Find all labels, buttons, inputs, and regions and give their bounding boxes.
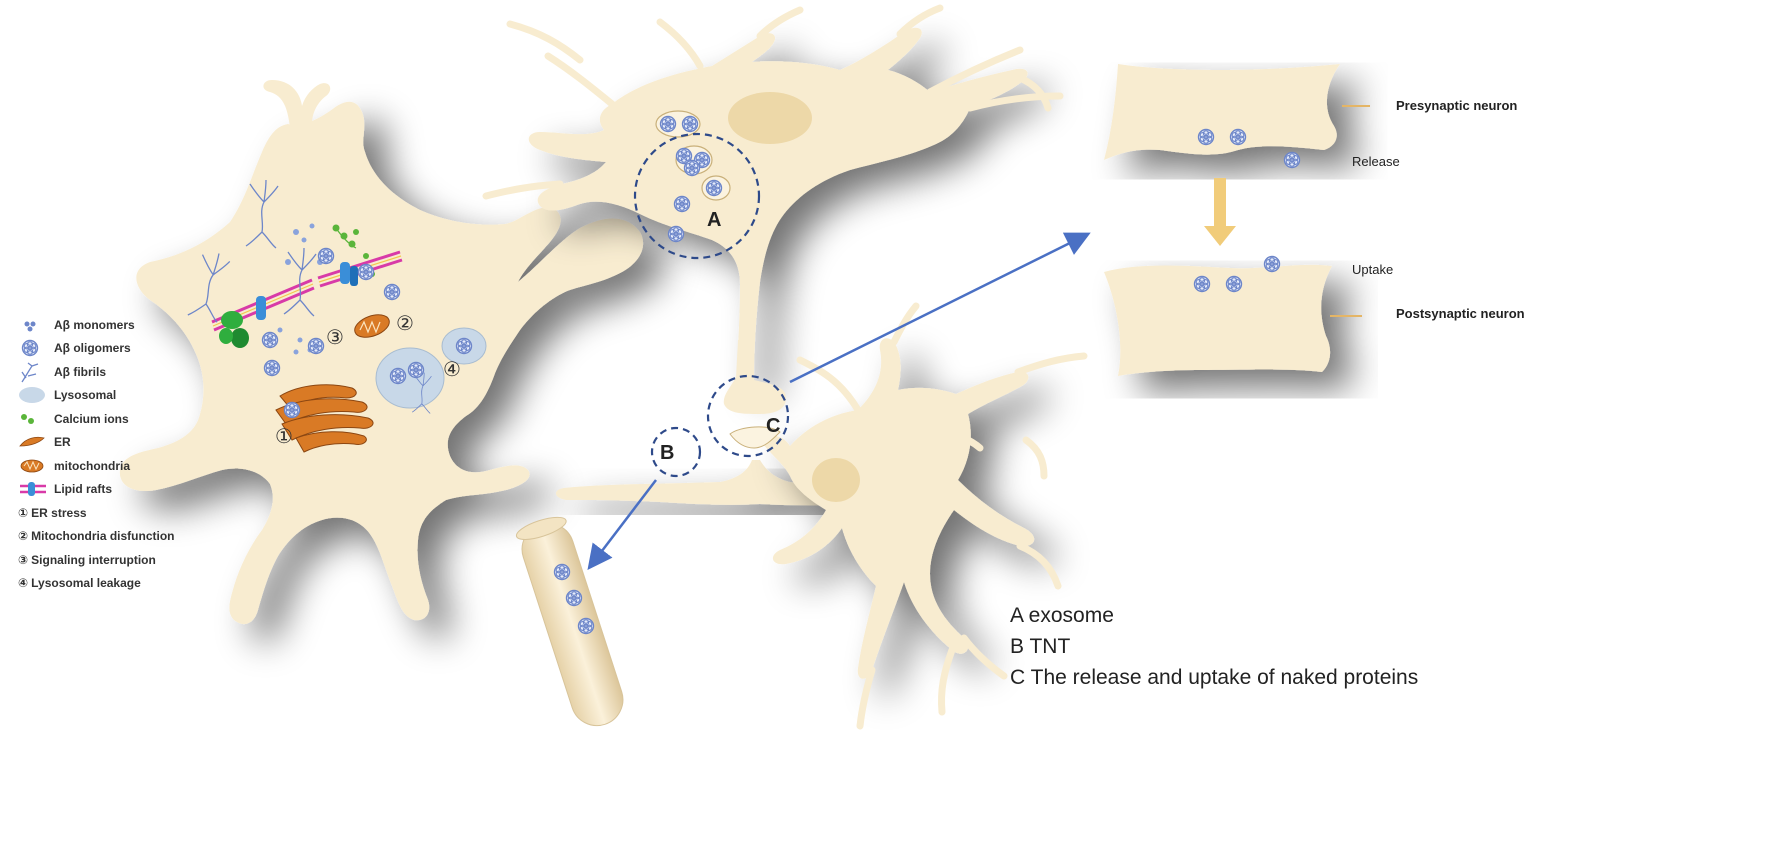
legend-item-lipid-rafts: Lipid rafts (18, 478, 248, 502)
legend-label: Aβ fibrils (54, 364, 106, 379)
legend-label: Signaling interruption (31, 552, 156, 567)
tnt-tube (515, 516, 624, 727)
presynaptic-neuron-shape (1104, 64, 1340, 160)
synapse-c-cleft (729, 426, 781, 449)
key-b-tnt: B TNT (1010, 635, 1071, 658)
legend-label: Calcium ions (54, 411, 129, 426)
lysosome-icon (375, 327, 487, 414)
lower-neuron-dendrites (796, 302, 1088, 730)
calcium-ion-icon (332, 224, 375, 277)
legend-label: Aβ monomers (54, 317, 135, 332)
legend-label: Lysosomal (54, 388, 117, 403)
legend-item-oligomers: Aβ oligomers (18, 337, 248, 361)
abeta-oligomer-legend-icon (18, 338, 54, 358)
abeta-fibril-legend-icon (18, 362, 54, 383)
circle-b-tnt (650, 426, 702, 478)
er-icon (275, 384, 374, 453)
axon-terminal (723, 376, 786, 414)
legend-item-mitochondria: mitochondria (18, 454, 248, 478)
legend-number: ① (18, 505, 29, 520)
lysosome-legend-icon (18, 385, 54, 405)
key-c-naked-proteins: C The release and uptake of naked protei… (1010, 666, 1419, 689)
lower-neuron-cell (760, 338, 1035, 679)
legend-item-mito-disfunction: ② Mitochondria disfunction (18, 525, 248, 549)
circle-a-exosome (633, 132, 761, 260)
lipid-raft-legend-icon (18, 479, 54, 499)
legend-number: ③ (18, 552, 29, 567)
legend-label: mitochondria (54, 458, 131, 473)
release-label: Release (1352, 154, 1400, 169)
green-receptor-icon (219, 311, 249, 348)
legend-item-lysosomal-leakage: ④ Lysosomal leakage (18, 572, 248, 596)
lower-neuron-nucleus (812, 458, 860, 502)
legend-label: Lysosomal leakage (31, 576, 141, 591)
legend-label: Lipid rafts (54, 482, 113, 497)
legend-label: ER stress (31, 505, 87, 520)
er-oligomer (283, 401, 301, 419)
arrow-c-to-synapse (789, 232, 1091, 384)
uptake-label: Uptake (1352, 262, 1394, 277)
blue-channel-icon (256, 262, 358, 320)
legend-item-monomers: Aβ monomers (18, 313, 248, 337)
axon (736, 340, 754, 378)
legend-number: ② (18, 529, 29, 544)
abeta-monomer-legend-icon (18, 315, 54, 335)
calcium-stream (335, 227, 357, 249)
er-legend-icon (18, 432, 54, 452)
legend-item-er-stress: ① ER stress (18, 501, 248, 525)
exosome-vesicles (655, 110, 731, 243)
left-cell-top-branch (263, 80, 331, 128)
legend-label: Aβ oligomers (54, 341, 131, 356)
circle-c-label: C (766, 415, 780, 437)
release-uptake-arrow (1204, 178, 1236, 246)
calcium-ion-legend-icon (18, 409, 54, 429)
mitochondria-icon (354, 314, 390, 338)
abeta-monomer-icon (277, 223, 323, 355)
cell-marker-4: ④ (443, 357, 461, 381)
key-a-exosome: A exosome (1010, 604, 1114, 627)
circle-c-naked-proteins (706, 374, 790, 458)
legend-item-calcium: Calcium ions (18, 407, 248, 431)
arrow-b-to-tube (587, 479, 657, 570)
circle-b-label: B (660, 442, 674, 464)
legend: Aβ monomers Aβ oligomers Aβ fibrils Lyso… (18, 313, 248, 595)
postsynaptic-neuron-shape (1104, 264, 1332, 376)
cell-marker-2: ② (396, 311, 414, 335)
presynaptic-neuron-label: Presynaptic neuron (1396, 98, 1518, 113)
top-neuron-cell (528, 27, 1028, 380)
top-neuron-dendrites (482, 4, 1064, 200)
mitochondria-legend-icon (18, 456, 54, 476)
legend-item-er: ER (18, 431, 248, 455)
mechanism-key: A exosome B TNT C The release and uptake… (1010, 600, 1418, 693)
legend-item-fibrils: Aβ fibrils (18, 360, 248, 384)
legend-item-signaling: ③ Signaling interruption (18, 548, 248, 572)
top-neuron-nucleus (728, 92, 812, 144)
legend-number: ④ (18, 576, 29, 591)
postsynaptic-neuron-label: Postsynaptic neuron (1396, 306, 1525, 321)
circle-a-label: A (707, 209, 721, 231)
legend-label: ER (54, 435, 71, 450)
legend-item-lysosomal: Lysosomal (18, 384, 248, 408)
cell-marker-1: ① (275, 424, 293, 448)
cell-marker-3: ③ (326, 325, 344, 349)
legend-label: Mitochondria disfunction (31, 529, 175, 544)
